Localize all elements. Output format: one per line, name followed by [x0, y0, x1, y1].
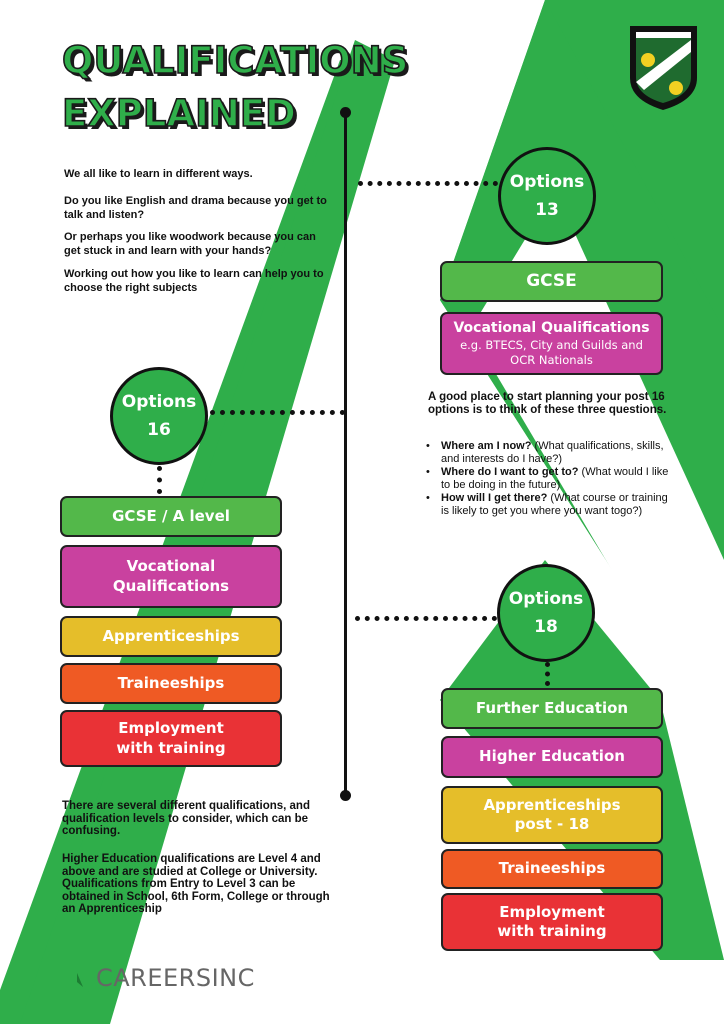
options18-traineeships-box: Traineeships: [441, 849, 663, 889]
connector-options13: [358, 181, 498, 186]
options16-apprenticeships-label: Apprenticeships: [102, 626, 240, 645]
options16-employment-line2: with training: [116, 738, 226, 757]
options16-vocational-line1: Vocational: [126, 557, 216, 575]
timeline-line: [344, 112, 347, 796]
options16-gcse-alevel-label: GCSE / A level: [112, 506, 230, 525]
options16-employment-box: Employment with training: [60, 710, 282, 767]
intro-paragraph-4: Working out how you like to learn can he…: [64, 268, 324, 294]
connector-options18: [355, 616, 497, 621]
options16-vocational-line2: Qualifications: [112, 576, 230, 595]
options18-employment-line1: Employment: [499, 902, 605, 921]
options16-traineeships-label: Traineeships: [117, 673, 225, 692]
options18-higher-education-label: Higher Education: [479, 747, 625, 766]
options18-employment-line2: with training: [497, 922, 607, 940]
options18-apprenticeships-line2: post - 18: [514, 815, 590, 833]
options16-employment-line1: Employment: [118, 719, 224, 737]
options16-traineeships-box: Traineeships: [60, 663, 282, 704]
options-13-circle: Options 13: [498, 147, 596, 245]
options13-vocational-title: Vocational Qualifications: [453, 320, 650, 337]
question-item: Where do I want to get to? (What would I…: [426, 466, 676, 492]
options18-traineeships-label: Traineeships: [498, 859, 606, 878]
timeline-dot-bottom: [340, 790, 351, 801]
school-crest-icon: [630, 26, 697, 110]
intro-paragraph-2: Do you like English and drama because yo…: [64, 195, 327, 221]
options18-apprenticeships-line1: Apprenticeships: [483, 795, 621, 814]
question-item: Where am I now? (What qualifications, sk…: [426, 440, 676, 466]
options13-vocational-box: Vocational Qualifications e.g. BTECS, Ci…: [440, 312, 663, 375]
options18-employment-box: Employment with training: [441, 893, 663, 951]
options16-vocational-box: Vocational Qualifications: [60, 545, 282, 608]
bottom-paragraph-2: Higher Education qualifications are Leve…: [62, 853, 330, 915]
options18-further-education-label: Further Education: [475, 698, 629, 717]
page-title-line1: QUALIFICATIONS: [61, 39, 409, 82]
intro-paragraph-3: Or perhaps you like woodwork because you…: [64, 231, 316, 257]
connector-options16: [210, 410, 345, 415]
careersinc-arrow-logo-icon: [65, 966, 89, 992]
options-13-label: Options: [509, 172, 585, 192]
questions-intro: A good place to start planning your post…: [428, 391, 667, 416]
connector-options18-vertical: [545, 662, 550, 686]
question-item: How will I get there? (What course or tr…: [426, 492, 676, 518]
page-title-line2: EXPLAINED: [61, 92, 296, 135]
options-18-circle: Options 18: [497, 564, 595, 662]
options18-apprenticeships-box: Apprenticeships post - 18: [441, 786, 663, 844]
options18-further-education-box: Further Education: [441, 688, 663, 729]
options13-gcse-box: GCSE: [440, 261, 663, 302]
options13-gcse-label: GCSE: [526, 271, 577, 292]
options-16-number: 16: [147, 420, 171, 440]
options-18-number: 18: [534, 617, 558, 637]
options16-gcse-alevel-box: GCSE / A level: [60, 496, 282, 537]
options18-higher-education-box: Higher Education: [441, 736, 663, 778]
options16-apprenticeships-box: Apprenticeships: [60, 616, 282, 657]
timeline-dot-top: [340, 107, 351, 118]
careersinc-logo-text: CAREERSINC: [96, 964, 255, 992]
options-13-number: 13: [535, 200, 559, 220]
questions-list: Where am I now? (What qualifications, sk…: [426, 440, 676, 518]
options-16-circle: Options 16: [110, 367, 208, 465]
bottom-paragraph-1: There are several different qualificatio…: [62, 800, 310, 837]
options-16-label: Options: [121, 392, 197, 412]
options-18-label: Options: [508, 589, 584, 609]
connector-options16-vertical: [157, 466, 162, 494]
intro-paragraph-1: We all like to learn in different ways.: [64, 168, 253, 180]
options13-vocational-subtitle: e.g. BTECS, City and Guilds and OCR Nati…: [460, 337, 643, 367]
